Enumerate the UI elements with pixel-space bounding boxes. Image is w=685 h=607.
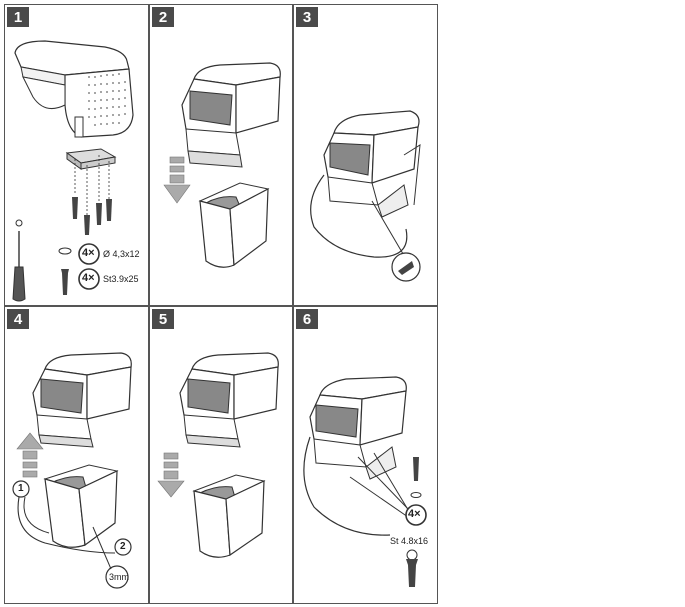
panel-step-3: 3 <box>293 4 438 306</box>
step-number-badge: 4 <box>7 309 29 329</box>
armrest-lifting-illustration <box>12 352 132 589</box>
panel-step-2: 2 <box>149 4 293 306</box>
panel-step-6: 6 4× St 4.8x16 <box>293 306 438 604</box>
step-number-badge: 1 <box>7 7 29 27</box>
screw-count: 4× <box>408 508 421 520</box>
armrest-underside-illustration <box>12 40 134 302</box>
armrest-reattach-illustration <box>157 352 279 558</box>
screw-spec-a: Ø 4,3x12 <box>103 249 140 259</box>
panel-step-4: 4 1 2 3mm <box>4 306 149 604</box>
armrest-screwing-illustration <box>303 376 427 587</box>
step-number-badge: 3 <box>296 7 318 27</box>
armrest-lowering-illustration <box>163 62 281 268</box>
gap-measurement-label: 3mm <box>109 572 129 582</box>
panel-step-5: 5 <box>149 306 293 604</box>
screw-count-b: 4× <box>82 272 95 284</box>
step-number-badge: 6 <box>296 309 318 329</box>
screw-spec: St 4.8x16 <box>390 536 429 546</box>
screw-spec-b: St3.9x25 <box>103 274 139 284</box>
screw-count-a: 4× <box>82 247 95 259</box>
armrest-fitted-illustration <box>310 110 421 282</box>
panel-step-1: 1 <box>4 4 149 306</box>
step-number-badge: 5 <box>152 309 174 329</box>
callout-2-label: 2 <box>120 541 126 552</box>
step-number-badge: 2 <box>152 7 174 27</box>
callout-1-label: 1 <box>18 483 24 494</box>
